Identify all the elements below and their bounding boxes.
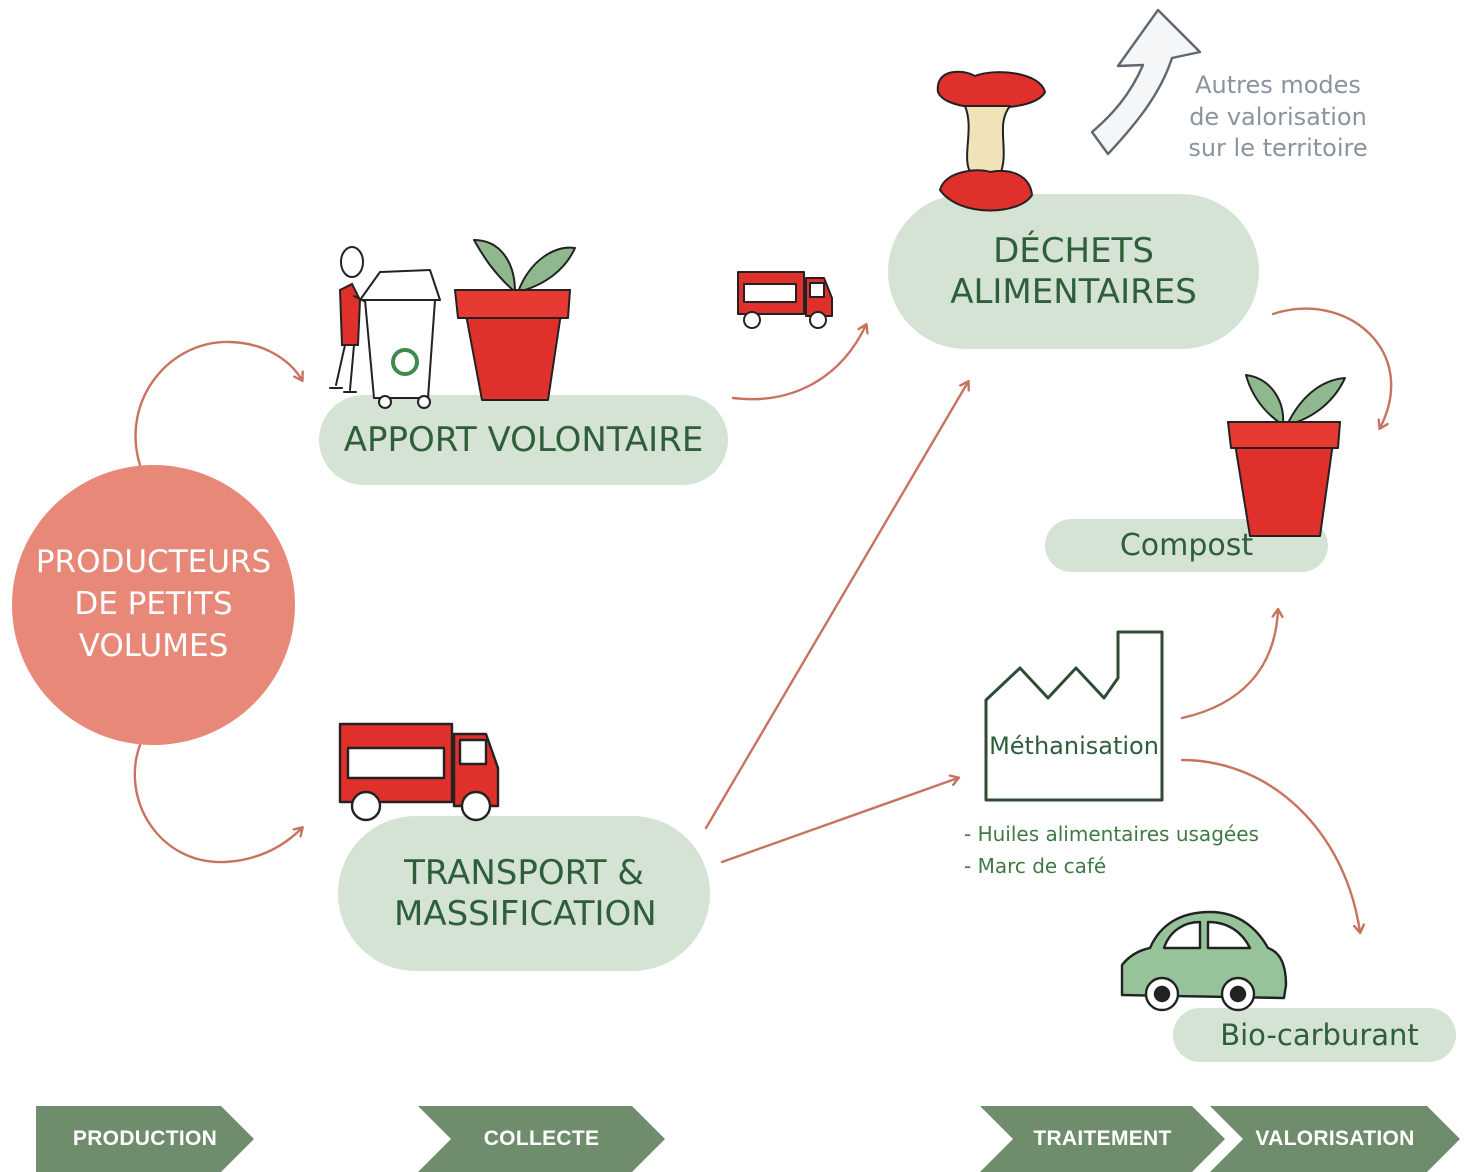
stage-traitement-label: TRAITEMENT xyxy=(1033,1127,1172,1150)
marc-note: - Marc de café xyxy=(964,854,1107,878)
person-icon xyxy=(329,246,373,393)
transport-node: TRANSPORT & MASSIFICATION xyxy=(338,816,710,971)
car-icon xyxy=(1120,910,1288,1012)
producers-label: PRODUCTEURS DE PETITS VOLUMES xyxy=(35,544,272,664)
dechets-label: DÉCHETS ALIMENTAIRES xyxy=(950,231,1197,312)
apple-core-icon xyxy=(936,70,1046,212)
apport-volontaire-label: APPORT VOLONTAIRE xyxy=(343,419,704,460)
biocarburant-label: Bio-carburant xyxy=(1220,1017,1419,1052)
arrow-transport-to-methanisation xyxy=(720,778,958,864)
arrow-producers-to-transport xyxy=(133,743,302,864)
stage-valorisation-label: VALORISATION xyxy=(1255,1127,1415,1150)
big-truck-icon xyxy=(338,722,500,822)
arrow-transport-to-dechets xyxy=(704,382,968,830)
transport-label: TRANSPORT & MASSIFICATION xyxy=(394,853,657,934)
methanisation-label: Méthanisation xyxy=(989,732,1159,760)
stage-valorisation: VALORISATION xyxy=(1210,1106,1460,1172)
stage-production-label: PRODUCTION xyxy=(72,1127,218,1150)
stage-collecte-label: COLLECTE xyxy=(483,1127,600,1150)
compost-label: Compost xyxy=(1119,527,1254,563)
stage-collecte: COLLECTE xyxy=(418,1106,665,1172)
arrow-methanisation-to-biocarburant xyxy=(1180,758,1360,932)
recycling-bin-icon xyxy=(359,269,441,409)
stage-traitement: TRAITEMENT xyxy=(980,1106,1225,1172)
autres-modes-note: Autres modes de valorisation sur le terr… xyxy=(1188,71,1368,163)
arrow-methanisation-to-compost xyxy=(1180,610,1278,720)
dechets-node: DÉCHETS ALIMENTAIRES xyxy=(888,194,1259,349)
producers-node: PRODUCTEURS DE PETITS VOLUMES xyxy=(12,465,295,745)
compost-pot-icon xyxy=(1227,374,1346,537)
small-truck-icon xyxy=(737,271,833,329)
biocarburant-node: Bio-carburant xyxy=(1173,1008,1456,1062)
arrow-apport-to-dechets xyxy=(731,325,866,401)
stage-production: PRODUCTION xyxy=(36,1106,254,1172)
arrow-producers-to-apport xyxy=(134,340,302,467)
arrow-dechets-to-compost xyxy=(1271,307,1393,428)
plant-pot-icon xyxy=(454,239,576,401)
valorisation-up-arrow-icon xyxy=(1090,8,1202,156)
apport-volontaire-node: APPORT VOLONTAIRE xyxy=(319,395,728,485)
huiles-note: - Huiles alimentaires usagées xyxy=(964,822,1259,846)
